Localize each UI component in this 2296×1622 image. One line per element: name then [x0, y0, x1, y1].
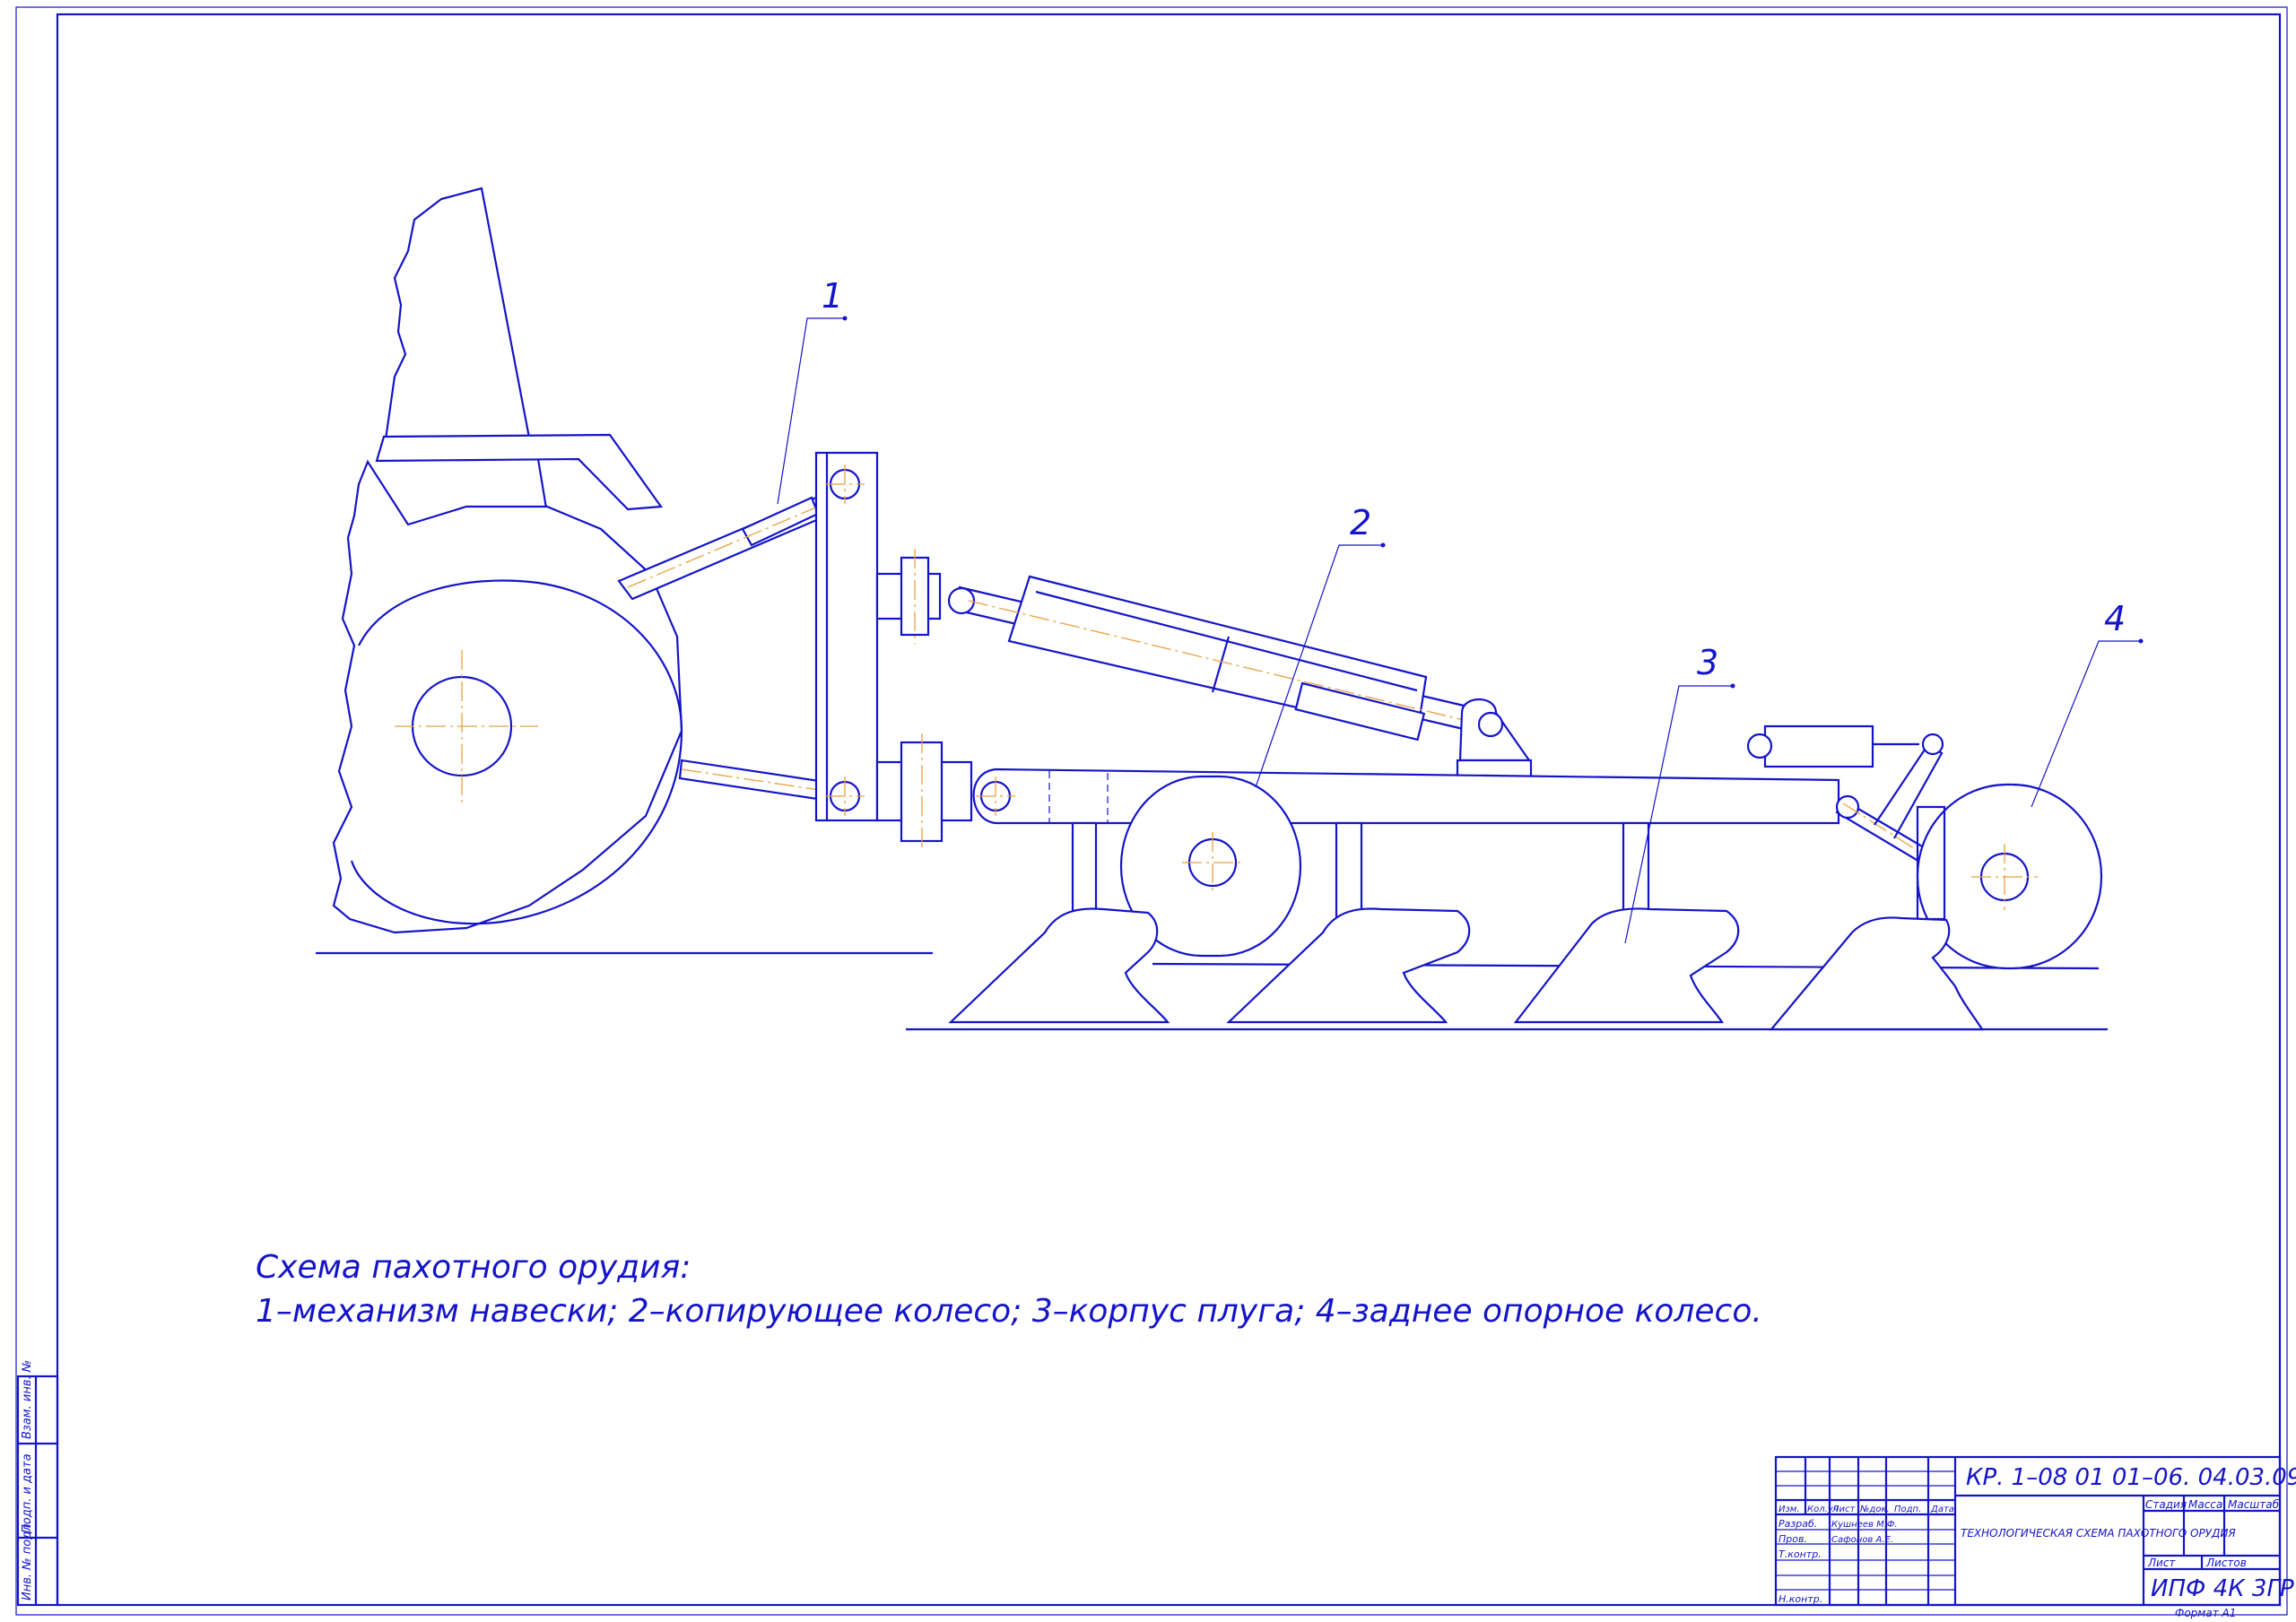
- inner-frame: [56, 13, 2282, 1607]
- sheet-label: Лист: [2147, 1557, 2176, 1569]
- sheets-label: Листов: [2205, 1557, 2247, 1569]
- callout-4-label: 4: [2104, 599, 2126, 638]
- caption-title: Схема пахотного орудия:: [256, 1249, 691, 1286]
- hitch-mechanism: [617, 451, 973, 850]
- col-header-ndok: №док.: [1859, 1505, 1890, 1514]
- tractor-fender: [375, 433, 664, 511]
- role-tkontr: Т.контр.: [1779, 1548, 1822, 1560]
- name-developer: Кушнеев М.Ф.: [1831, 1520, 1898, 1530]
- role-nkontr: Н.контр.: [1779, 1593, 1822, 1605]
- plow-frame: [972, 724, 1944, 924]
- scale-label: Масштаб: [2228, 1498, 2280, 1511]
- tractor-cab: [384, 186, 531, 441]
- callout-1-label: 1: [822, 276, 843, 316]
- side-stamp: Взам. инв. № Подп. и дата Инв. № подл.: [16, 1360, 59, 1607]
- doc-code: КР. 1–08 01 01–06. 04.03.09008: [1966, 1464, 2296, 1491]
- hydraulic-cylinder: [947, 575, 1533, 780]
- role-prov: Пров.: [1779, 1533, 1807, 1545]
- role-razrab: Разраб.: [1779, 1518, 1817, 1530]
- stage-label: Стадия: [2145, 1498, 2187, 1511]
- callouts: 1 2 3 4: [777, 276, 2144, 944]
- title-block: КР. 1–08 01 01–06. 04.03.09008 ТЕХНОЛОГИ…: [1774, 1455, 2296, 1607]
- caption-legend: 1–механизм навески; 2–копирующее колесо;…: [256, 1293, 1762, 1330]
- copying-wheel: [1119, 775, 1302, 958]
- stamp-orig-inv: Инв. № подл.: [21, 1520, 34, 1600]
- name-checker: Сафонов А.Е.: [1831, 1535, 1893, 1545]
- org-name: ИПФ 4К 3ГР: [2151, 1575, 2294, 1602]
- outer-frame: [15, 6, 2288, 1616]
- hitch-frame: [814, 451, 879, 822]
- doc-title: ТЕХНОЛОГИЧЕСКАЯ СХЕМА ПАХОТНОГО ОРУДИЯ: [1961, 1527, 2236, 1540]
- tractor-break-edge: [332, 459, 683, 934]
- col-header-izm: Изм.: [1779, 1505, 1800, 1514]
- callout-2-label: 2: [1350, 503, 1371, 542]
- stamp-replace-inv: Взам. инв. №: [21, 1360, 34, 1439]
- col-header-data: Дата: [1930, 1505, 1954, 1514]
- callout-3-label: 3: [1697, 643, 1718, 682]
- plow-bodies: [948, 907, 1984, 1031]
- rear-support-wheel: [1916, 783, 2103, 970]
- stamp-sign-date: Подп. и дата: [21, 1453, 34, 1533]
- col-header-list: Лист: [1831, 1505, 1857, 1514]
- tractor: [332, 186, 683, 934]
- mass-label: Масса: [2188, 1498, 2222, 1511]
- col-header-kolich: Кол.уч: [1807, 1505, 1839, 1514]
- col-header-podp: Подп.: [1894, 1505, 1921, 1514]
- format-label: Формат А1: [2175, 1607, 2236, 1619]
